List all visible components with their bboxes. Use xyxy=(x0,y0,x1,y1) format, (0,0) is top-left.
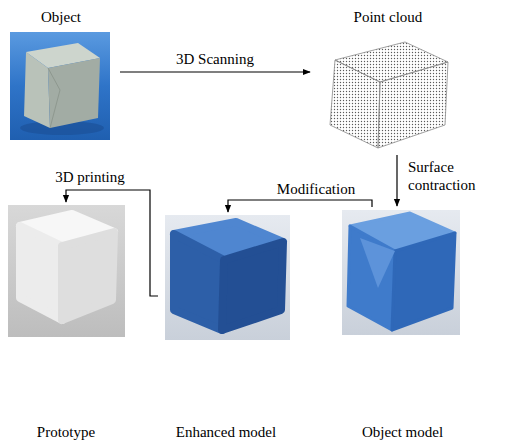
step-label: Surface contraction xyxy=(406,158,506,194)
enhanced-model-render xyxy=(165,215,290,340)
flow-arrow xyxy=(228,200,372,212)
image-block: Object xyxy=(8,2,114,142)
flow-arrow xyxy=(396,155,397,206)
printed-prototype-photo xyxy=(8,205,125,337)
step-label: 3D Scanning xyxy=(174,50,256,68)
image-block: Object model xyxy=(340,207,465,441)
flow-arrow xyxy=(120,71,310,72)
image-caption: Enhanced model xyxy=(158,423,294,441)
image-caption: Object xyxy=(8,8,114,26)
image-block: Prototype xyxy=(4,203,128,441)
image-caption: Point cloud xyxy=(318,8,458,26)
image-caption: Prototype xyxy=(4,423,128,441)
point-cloud-cube xyxy=(330,42,448,148)
step-label: Modification xyxy=(275,180,357,198)
image-caption: Object model xyxy=(340,423,465,441)
clay-cube-photo xyxy=(10,32,110,140)
object-model-render xyxy=(342,210,460,335)
image-block: Enhanced model xyxy=(158,213,294,441)
step-label: 3D printing xyxy=(53,168,127,186)
image-block: Point cloud xyxy=(318,2,458,152)
flow-arrow xyxy=(66,190,158,296)
